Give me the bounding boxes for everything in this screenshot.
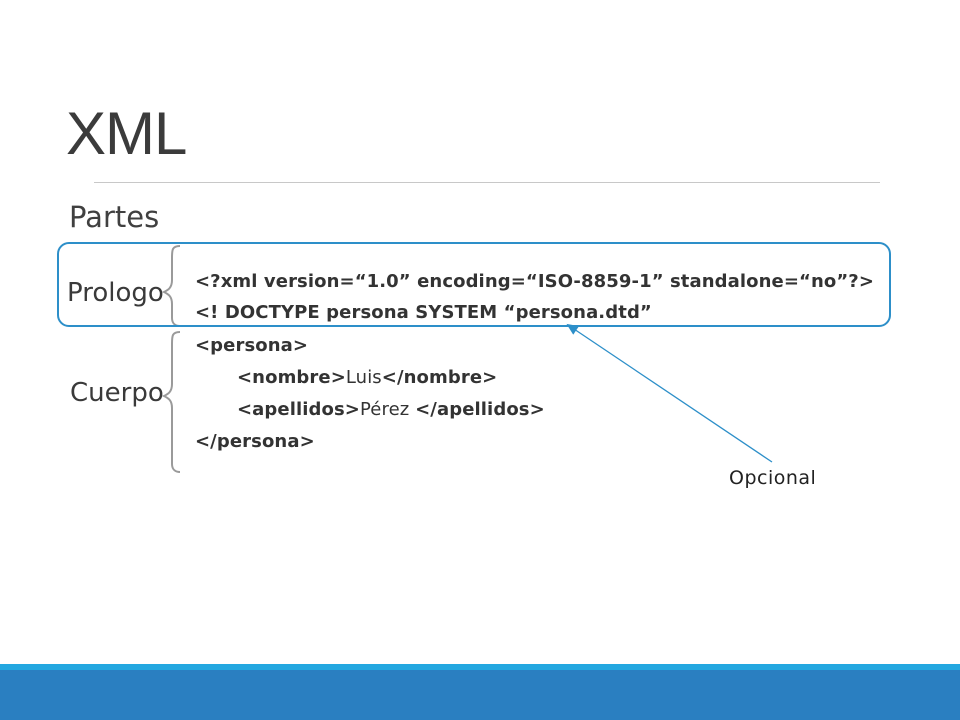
title-divider bbox=[94, 182, 880, 183]
tag-open: <nombre> bbox=[237, 367, 346, 388]
tag: <persona> bbox=[195, 335, 309, 356]
body-line-persona-open: <persona> bbox=[195, 335, 308, 356]
slide-subtitle: Partes bbox=[69, 200, 160, 234]
footer-highlight bbox=[0, 664, 960, 670]
prolog-line-doctype: <! DOCTYPE persona SYSTEM “persona.dtd” bbox=[195, 302, 652, 323]
text-value: Pérez bbox=[359, 399, 416, 420]
brace-graphic bbox=[161, 245, 181, 473]
tag-close: </apellidos> bbox=[415, 399, 545, 420]
tag-open: <apellidos> bbox=[237, 399, 360, 420]
prologo-label: Prologo bbox=[67, 278, 164, 308]
callout-label: Opcional bbox=[729, 467, 817, 489]
body-line-persona-close: </persona> bbox=[195, 431, 315, 452]
slide-title: XML bbox=[66, 100, 187, 167]
cuerpo-label: Cuerpo bbox=[70, 378, 164, 408]
tag-close: </nombre> bbox=[381, 367, 498, 388]
prolog-highlight-box bbox=[57, 242, 891, 327]
body-line-nombre: <nombre>Luis</nombre> bbox=[237, 367, 497, 388]
footer-band bbox=[0, 664, 960, 720]
prolog-line-xml-decl: <?xml version=“1.0” encoding=“ISO-8859-1… bbox=[195, 271, 875, 292]
text-value: Luis bbox=[345, 367, 382, 388]
tag: </persona> bbox=[195, 431, 315, 452]
body-line-apellidos: <apellidos>Pérez </apellidos> bbox=[237, 399, 545, 420]
